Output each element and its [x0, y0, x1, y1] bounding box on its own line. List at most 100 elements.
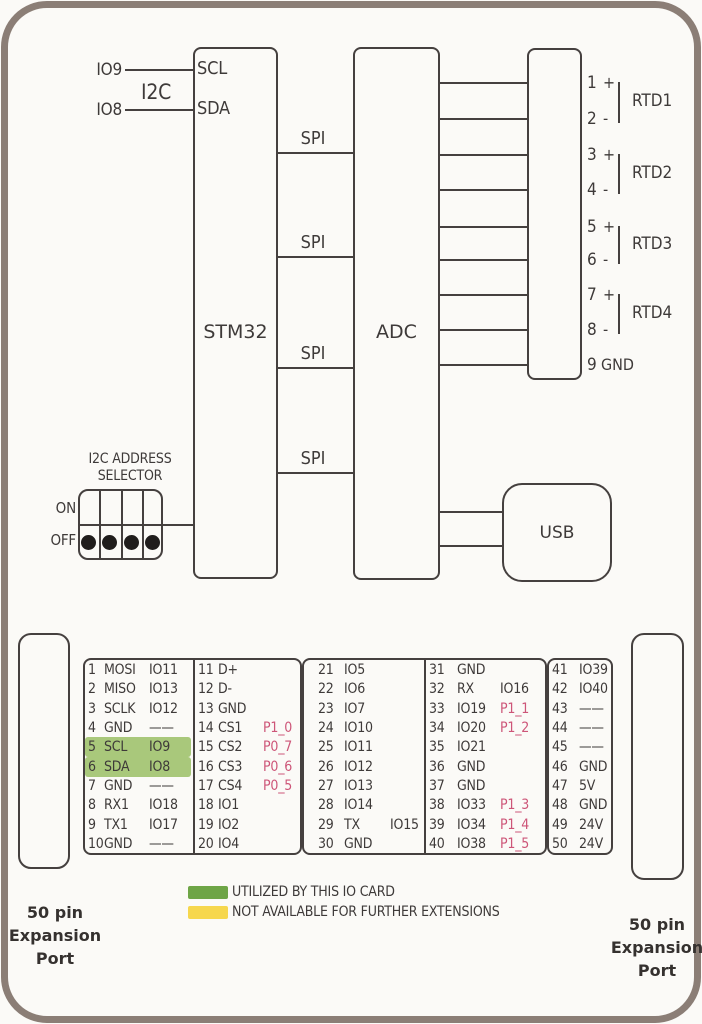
- pin-number: 28: [318, 797, 334, 814]
- pin-name: GND: [579, 797, 608, 814]
- spi-wire: [278, 256, 353, 258]
- pin-name: IO39: [579, 662, 608, 679]
- pin-number: 23: [318, 700, 334, 717]
- terminal-pin-number: 1: [587, 73, 597, 93]
- pin-name: 24V: [579, 835, 604, 852]
- pin-name: IO6: [344, 681, 366, 698]
- rtd-bracket: [618, 294, 620, 334]
- i2c-label: I2C: [141, 80, 172, 104]
- selector-to-stm32-wire: [78, 524, 193, 526]
- terminal-pin-tag: +: [603, 217, 616, 236]
- pin-name: ——: [579, 700, 604, 717]
- adc-terminal-wire: [440, 189, 527, 191]
- pin-io-label: IO9: [149, 739, 171, 756]
- spi-label: SPI: [300, 343, 326, 364]
- terminal-pin-tag: -: [603, 109, 609, 128]
- rtd-label: RTD3: [632, 233, 673, 254]
- pin-name: GND: [344, 835, 373, 852]
- pin-port-label: P0_5: [263, 777, 293, 794]
- pin-name: MOSI: [104, 662, 136, 679]
- pin-number: 10: [88, 835, 104, 852]
- pin-name: SDA: [104, 758, 130, 775]
- terminal-pin-tag: -: [603, 320, 609, 339]
- pin-name: TX: [344, 816, 360, 833]
- rtd-bracket: [618, 226, 620, 264]
- stm32-label: STM32: [203, 321, 268, 343]
- pin-row-23: 23 IO7: [302, 699, 424, 718]
- pin-name: IO11: [344, 739, 373, 756]
- pin-number: 45: [552, 739, 568, 756]
- terminal-pin-tag: +: [603, 145, 616, 164]
- pin-name: RX1: [104, 797, 129, 814]
- pin-io-label: IO16: [500, 681, 529, 698]
- terminal-pin-number: 2: [587, 109, 597, 129]
- pin-name: GND: [457, 662, 486, 679]
- pin-row-22: 22 IO6: [302, 680, 424, 699]
- stm32-block: STM32: [193, 47, 278, 579]
- dip-switch-knob: [123, 535, 139, 550]
- rtd-bracket: [618, 154, 620, 194]
- pin-number: 19: [198, 816, 214, 833]
- pin-number: 4: [88, 720, 96, 737]
- pin-number: 47: [552, 777, 568, 794]
- scl-label: SCL: [197, 58, 228, 79]
- adc-terminal-wire: [440, 226, 527, 228]
- caption-line: 50 pin: [26, 903, 84, 922]
- pin-row-44: 44——: [547, 718, 613, 737]
- pin-name: IO7: [344, 700, 366, 717]
- terminal-block: [527, 48, 582, 380]
- dip-switch-knob: [144, 535, 160, 550]
- pin-port-label: P0_7: [263, 739, 293, 756]
- pin-port-label: P1_2: [500, 720, 530, 737]
- pin-name: IO38: [457, 835, 486, 852]
- pin-name: TX1: [104, 816, 128, 833]
- pin-name: GND: [457, 758, 486, 775]
- legend-yellow-label: NOT AVAILABLE FOR FURTHER EXTENSIONS: [232, 904, 500, 920]
- pin-port-label: P1_5: [500, 835, 530, 852]
- pin-number: 44: [552, 720, 568, 737]
- dip-on-label: ON: [55, 499, 77, 517]
- pin-name: GND: [457, 777, 486, 794]
- pin-name: D+: [218, 662, 238, 679]
- terminal-pin-number: 7: [587, 285, 597, 305]
- adc-terminal-wire: [440, 329, 527, 331]
- pin-name: CS3: [218, 758, 243, 775]
- pin-io-label: ——: [149, 777, 174, 794]
- spi-wire: [278, 152, 353, 154]
- expansion-port-left-caption: 50 pin Expansion Port: [0, 901, 110, 970]
- pin-number: 22: [318, 681, 334, 698]
- spi-label: SPI: [300, 128, 326, 149]
- pin-name: 5V: [579, 777, 596, 794]
- pin-port-label: P1_3: [500, 797, 530, 814]
- pin-name: IO34: [457, 816, 486, 833]
- terminal-pin-number: 5: [587, 217, 597, 237]
- pin-port-label: P1_1: [500, 700, 530, 717]
- pin-number: 7: [88, 777, 96, 794]
- pin-io-label: IO13: [149, 681, 178, 698]
- adc-terminal-wire: [440, 82, 527, 84]
- pin-name: RX: [457, 681, 474, 698]
- caption-line: Expansion: [8, 926, 102, 945]
- usb-block: USB: [502, 483, 612, 582]
- utilized-pin-highlight: [85, 756, 191, 777]
- pin-name: GND: [218, 700, 247, 717]
